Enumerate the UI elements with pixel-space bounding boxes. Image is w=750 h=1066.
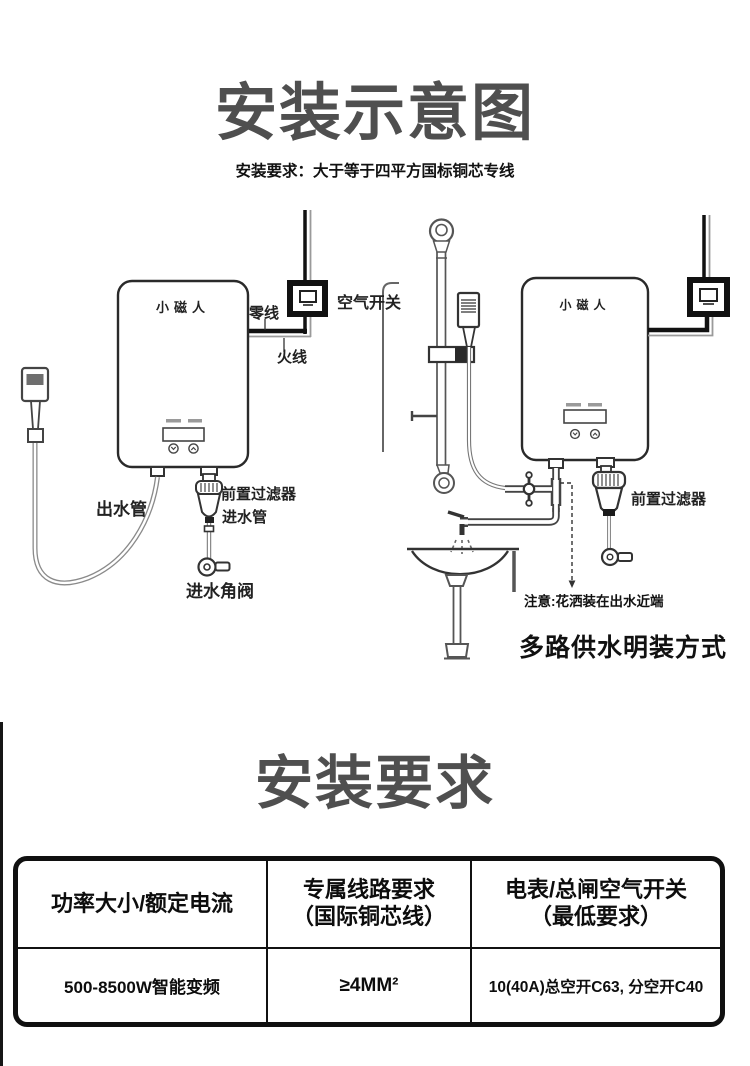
label-shower-note: 注意:花洒装在出水近端 <box>524 594 664 609</box>
note-pointer-dashed-line <box>560 482 576 588</box>
left-angle-valve <box>197 557 231 577</box>
table-header-power: 功率大小/额定电流 <box>18 861 268 949</box>
label-multi-supply-caption: 多路供水明装方式 <box>519 634 728 662</box>
left-power-wire <box>247 210 312 352</box>
label-live-wire: 火线 <box>277 349 308 366</box>
sink <box>407 547 519 660</box>
left-prefilter <box>195 466 223 560</box>
right-prefilter <box>591 457 633 567</box>
label-prefilter-right: 前置过滤器 <box>631 491 707 508</box>
table-cell-power-value: 500-8500W智能变频 <box>18 949 268 1022</box>
label-air-switch: 空气开关 <box>337 295 402 312</box>
table-cell-wiring-value: ≥4MM² <box>268 949 472 1022</box>
left-shower-head <box>20 366 50 443</box>
right-shower-hose <box>466 347 513 491</box>
section-left-border <box>0 722 3 1066</box>
label-outlet-pipe: 出水管 <box>96 500 147 519</box>
requirements-title: 安装要求 <box>254 751 495 816</box>
right-air-switch-icon <box>687 277 730 317</box>
heater-brand-left: 小磁人 <box>155 300 210 315</box>
table-cell-breaker-value: 10(40A)总空开C63, 分空开C40 <box>488 978 704 996</box>
right-power-wire <box>648 215 714 337</box>
label-inlet-angle-valve: 进水角阀 <box>186 582 254 601</box>
requirements-table: 功率大小/额定电流 专属线路要求 （国际铜芯线） 电表/总闸空气开关 （最低要求… <box>13 856 725 1027</box>
label-inlet-pipe: 进水管 <box>222 509 268 526</box>
right-pipework <box>447 458 564 554</box>
right-shower-rail <box>410 218 476 494</box>
table-header-wiring: 专属线路要求 （国际铜芯线） <box>268 861 472 949</box>
right-shower-head <box>456 291 481 348</box>
page-title: 安装示意图 <box>214 79 535 148</box>
label-neutral-wire: 零线 <box>249 305 280 322</box>
left-air-switch-icon <box>287 280 328 317</box>
heater-brand-right: 小磁人 <box>559 298 611 312</box>
table-header-breaker: 电表/总闸空气开关 （最低要求） <box>472 861 720 949</box>
label-prefilter-left: 前置过滤器 <box>221 486 297 503</box>
install-requirement-subtitle: 安装要求：大于等于四平方国标铜芯专线 <box>235 163 515 180</box>
